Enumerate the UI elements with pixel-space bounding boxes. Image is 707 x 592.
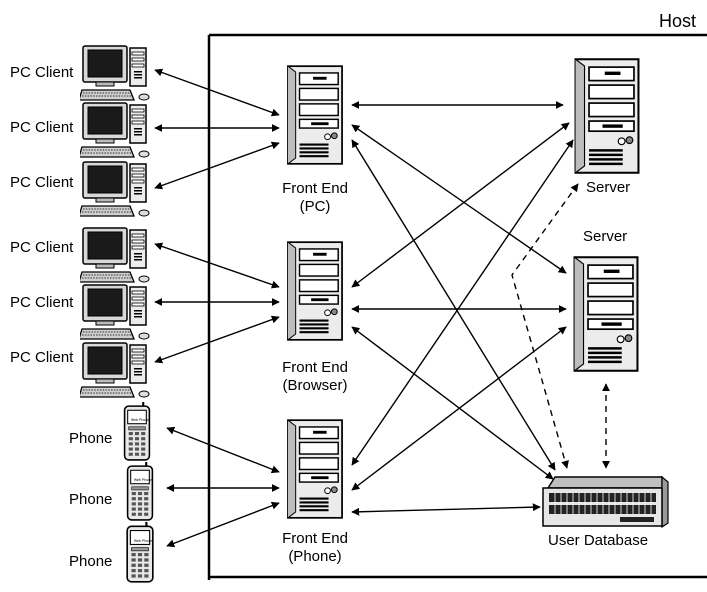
backend-connections <box>351 101 574 516</box>
phone-label: Phone <box>69 553 113 570</box>
phone-label: Phone <box>69 430 113 447</box>
connection-pc4-fe-browser <box>154 242 280 289</box>
connection-phone3-fe-phone <box>166 501 280 548</box>
connection-fe-pc-server2 <box>351 124 567 274</box>
svg-text:Web Phone: Web Phone <box>131 418 149 422</box>
pc-client-5-icon <box>80 284 150 340</box>
svg-text:Web Phone: Web Phone <box>134 539 152 543</box>
connection-phone1-fe-phone <box>166 426 280 474</box>
pc-client-label: PC Client <box>10 349 74 366</box>
front-end-phone-title: Front End <box>282 530 348 547</box>
front-end-phone-server-icon <box>287 419 343 519</box>
front-end-phone-type: (Phone) <box>288 548 342 565</box>
pc-client-label: PC Client <box>10 294 74 311</box>
connection-fe-phone-database <box>351 503 541 516</box>
database-sync-connections <box>511 183 610 469</box>
connection-fe-phone-server2 <box>351 326 567 491</box>
front-end-browser-title: Front End <box>282 359 348 376</box>
phone-label: Phone <box>69 491 113 508</box>
pc-client-label: PC Client <box>10 174 74 191</box>
connection-pc1-fe-pc <box>154 68 280 117</box>
front-end-pc-label: Front End (PC) <box>255 180 375 216</box>
connection-fe-phone-server1 <box>351 139 574 466</box>
front-end-browser-label: Front End (Browser) <box>255 359 375 395</box>
user-database-icon <box>542 475 669 529</box>
front-end-browser-server-icon <box>287 241 343 341</box>
connection-fe-browser-database <box>351 326 554 480</box>
user-database-label: User Database <box>548 532 649 549</box>
pc-client-6-icon <box>80 342 150 398</box>
svg-text:Web Phone: Web Phone <box>134 478 152 482</box>
server-2-label: Server <box>583 228 628 245</box>
phone-3-icon: Web Phone <box>126 522 154 583</box>
pc-client-label: PC Client <box>10 239 74 256</box>
phone-1-icon: Web Phone <box>123 402 151 462</box>
pc-client-2-icon <box>80 102 150 158</box>
server-1-icon <box>574 58 640 174</box>
front-end-pc-title: Front End <box>282 180 348 197</box>
connection-server1-database <box>511 183 579 469</box>
front-end-phone-label: Front End (Phone) <box>255 530 375 566</box>
host-label: Host <box>659 11 697 31</box>
front-end-pc-server-icon <box>287 65 343 165</box>
pc-client-3-icon <box>80 161 150 217</box>
pc-client-label: PC Client <box>10 64 74 81</box>
server-2-icon <box>573 256 639 372</box>
pc-client-label: PC Client <box>10 119 74 136</box>
server-1-label: Server <box>586 179 631 196</box>
front-end-browser-type: (Browser) <box>282 377 348 394</box>
pc-client-4-icon <box>80 227 150 283</box>
connection-pc3-fe-pc <box>154 141 280 190</box>
connection-pc6-fe-browser <box>154 315 280 364</box>
phone-2-icon: Web Phone <box>126 462 154 522</box>
pc-client-1-icon <box>80 45 150 101</box>
front-end-pc-type: (PC) <box>299 198 331 215</box>
client-connections <box>154 68 280 548</box>
